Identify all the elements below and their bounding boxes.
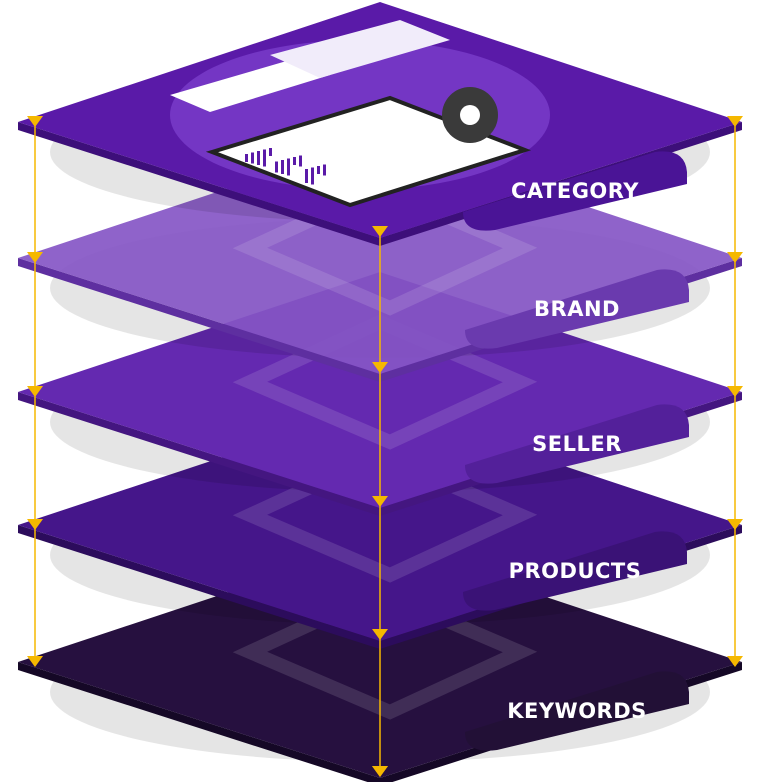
layer-label-tab bbox=[465, 404, 689, 484]
chart-bar bbox=[251, 152, 254, 164]
arrow-down-icon bbox=[27, 252, 43, 263]
layer-label-products: PRODUCTS bbox=[509, 559, 642, 583]
arrow-down-icon bbox=[27, 116, 43, 127]
dashboard-illustration bbox=[170, 20, 550, 208]
chart-bar bbox=[281, 160, 284, 174]
chart-bar bbox=[293, 157, 296, 165]
layer-label-seller: SELLER bbox=[532, 432, 622, 456]
arrow-down-icon bbox=[372, 226, 388, 237]
arrow-down-icon bbox=[727, 116, 743, 127]
arrow-down-icon bbox=[27, 656, 43, 667]
arrow-down-icon bbox=[372, 766, 388, 777]
layer-label-tab bbox=[465, 269, 689, 349]
arrow-down-icon bbox=[372, 362, 388, 373]
chart-bar bbox=[269, 148, 272, 156]
chart-bar bbox=[287, 158, 290, 176]
chart-bar bbox=[245, 154, 248, 162]
gear-icon-center bbox=[460, 105, 480, 125]
arrow-down-icon bbox=[727, 519, 743, 530]
layer-label-keywords: KEYWORDS bbox=[507, 699, 647, 723]
chart-bar bbox=[299, 155, 302, 167]
layer-label-brand: BRAND bbox=[534, 297, 620, 321]
layer-label-category: CATEGORY bbox=[511, 179, 639, 203]
arrow-down-icon bbox=[27, 386, 43, 397]
chart-bar bbox=[305, 169, 308, 183]
arrow-down-icon bbox=[727, 386, 743, 397]
chart-bar bbox=[263, 149, 266, 167]
layer-label-tab bbox=[463, 151, 687, 231]
chart-bar bbox=[323, 164, 326, 176]
dashboard-card bbox=[170, 60, 330, 112]
arrow-down-icon bbox=[372, 496, 388, 507]
layer-label-tab bbox=[463, 531, 687, 611]
arrow-down-icon bbox=[27, 519, 43, 530]
chart-bar bbox=[311, 167, 314, 185]
dashboard-card bbox=[270, 20, 450, 78]
chart-bar bbox=[257, 151, 260, 165]
chart-bar bbox=[317, 166, 320, 174]
chart-bar bbox=[275, 161, 278, 173]
arrow-down-icon bbox=[372, 629, 388, 640]
layer-label-tab bbox=[465, 671, 689, 751]
arrow-down-icon bbox=[727, 252, 743, 263]
arrow-down-icon bbox=[727, 656, 743, 667]
